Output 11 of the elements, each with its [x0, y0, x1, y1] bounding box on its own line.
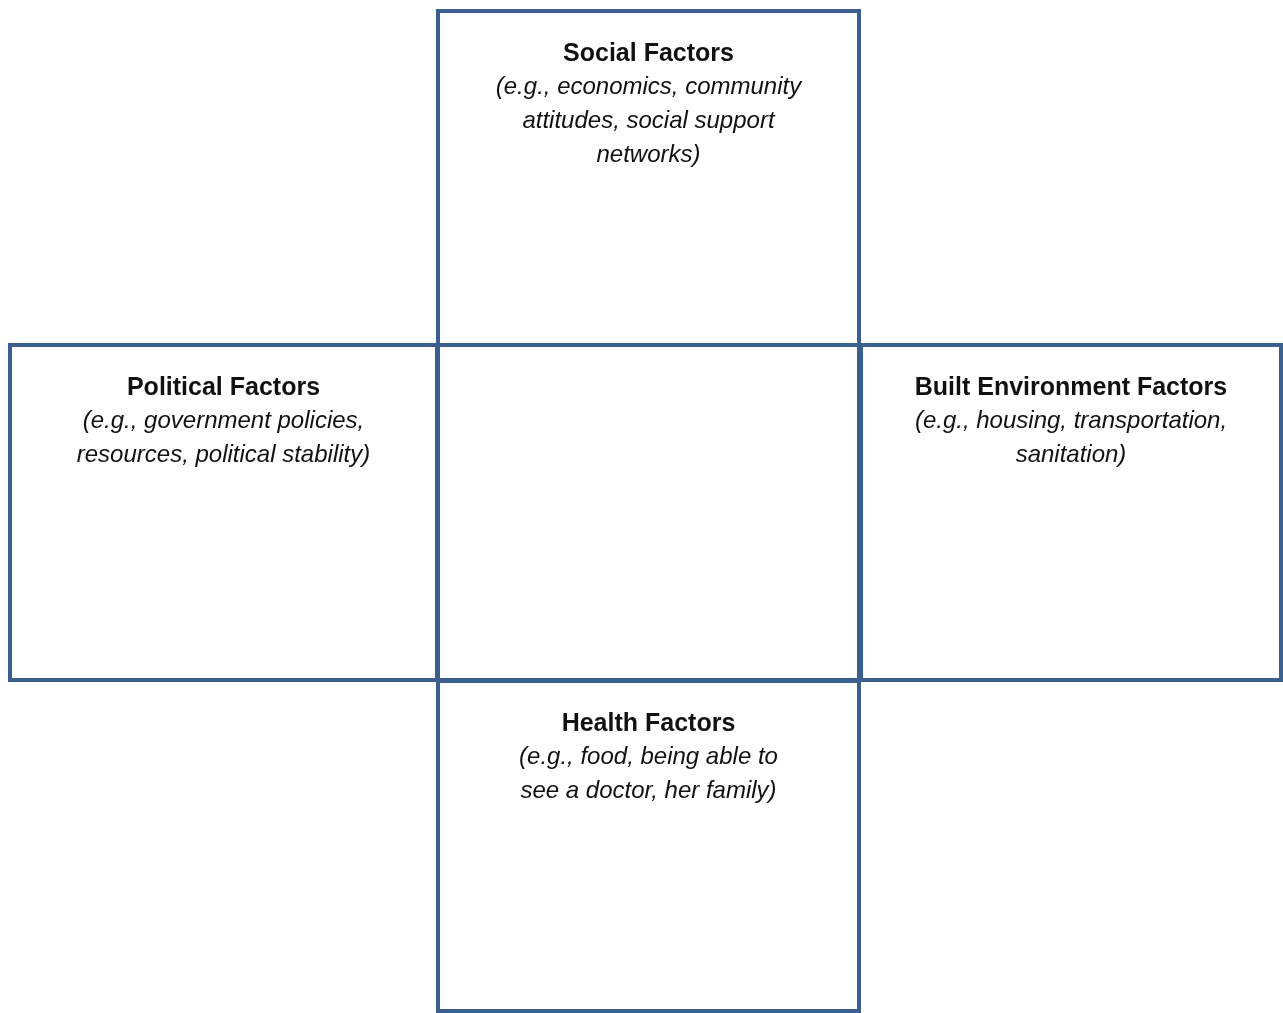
factor-box — [859, 343, 1283, 682]
factor-box — [436, 679, 861, 1013]
factor-examples: (e.g., food, being able to see a doctor, her family) — [518, 741, 779, 805]
factor-examples: (e.g., economics, community attitudes, social support networks) — [494, 71, 804, 169]
factor-heading: Social Factors — [562, 37, 735, 68]
factor-heading: Political Factors — [125, 371, 322, 402]
factor-examples: (e.g., housing, transportation, sanitation) — [913, 405, 1229, 469]
factor-heading: Health Factors — [560, 707, 737, 738]
factor-heading: Built Environment Factors — [913, 371, 1229, 402]
factor-box — [8, 343, 439, 682]
factor-examples: (e.g., government policies, resources, political stability) — [75, 405, 372, 469]
